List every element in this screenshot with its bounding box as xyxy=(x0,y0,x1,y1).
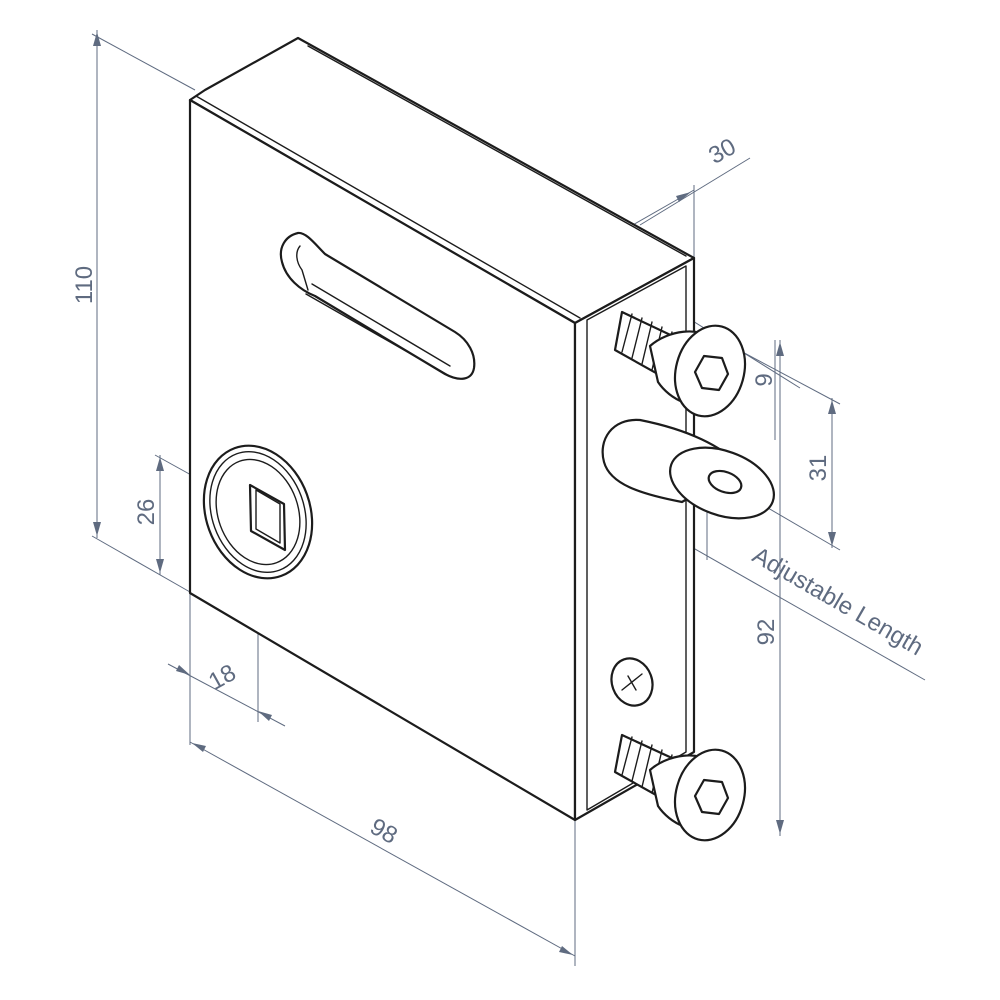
lock-top-edge-highlight xyxy=(195,95,581,319)
cross-screw-head xyxy=(610,657,654,707)
label-dim-30: 30 xyxy=(704,133,740,170)
spindle-square-hole xyxy=(248,483,287,552)
latch-slot xyxy=(279,231,476,380)
slot-outer-outline xyxy=(279,231,476,380)
lock-side-inner-frame xyxy=(586,265,687,811)
top-screw-hex-icon xyxy=(693,354,730,392)
bottom-screw-hex-icon xyxy=(693,778,730,816)
arrow-110-top xyxy=(93,32,101,46)
ext-line-110-bottom xyxy=(91,535,191,593)
slot-inner-shadow xyxy=(296,245,309,291)
lock-top-back-edge xyxy=(307,45,687,257)
label-dim-92: 92 xyxy=(753,619,780,646)
arrow-18-right xyxy=(258,711,272,721)
bolt-center-hole xyxy=(707,469,743,495)
spindle-hole xyxy=(202,444,314,580)
dim-line-30-ext xyxy=(639,157,751,226)
bottom-screw-head xyxy=(673,748,747,842)
top-screw-head xyxy=(673,324,747,418)
arrow-30-right xyxy=(676,192,691,202)
bolt-end-face xyxy=(668,446,776,520)
lock-side-face xyxy=(573,256,696,822)
label-dim-18: 18 xyxy=(204,659,240,696)
latch-bolt xyxy=(601,418,776,520)
arrow-92-bottom xyxy=(776,820,784,834)
spindle-middle-ring xyxy=(209,450,307,574)
label-dim-110: 110 xyxy=(71,266,98,304)
arrow-92-top xyxy=(776,342,784,356)
arrow-18-left xyxy=(176,665,190,675)
label-dim-26: 26 xyxy=(133,499,160,526)
arrow-31-top xyxy=(828,400,836,414)
top-mounting-screw xyxy=(613,310,747,418)
slot-inner-lower-edge xyxy=(305,293,447,375)
arrow-26-top xyxy=(156,457,164,471)
label-dim-31: 31 xyxy=(805,455,832,482)
arrow-31-bottom xyxy=(828,532,836,546)
dim-line-98 xyxy=(189,741,576,957)
label-dim-98: 98 xyxy=(365,813,401,850)
spindle-square-inner xyxy=(255,489,281,544)
cross-screw xyxy=(610,657,654,707)
spindle-inner-ring xyxy=(215,458,301,566)
arrow-26-bottom xyxy=(156,559,164,573)
lock-body xyxy=(188,36,696,822)
arrow-98-right xyxy=(559,946,573,955)
label-dim-9: 9 xyxy=(751,373,778,386)
spindle-outer-ring xyxy=(202,444,314,580)
arrow-110-bottom xyxy=(93,522,101,536)
cross-screw-slot xyxy=(621,673,643,691)
arrow-98-left xyxy=(192,743,206,752)
slot-inner-edge xyxy=(311,283,451,367)
ext-line-110-top xyxy=(91,33,196,91)
bottom-mounting-screw xyxy=(613,733,747,842)
